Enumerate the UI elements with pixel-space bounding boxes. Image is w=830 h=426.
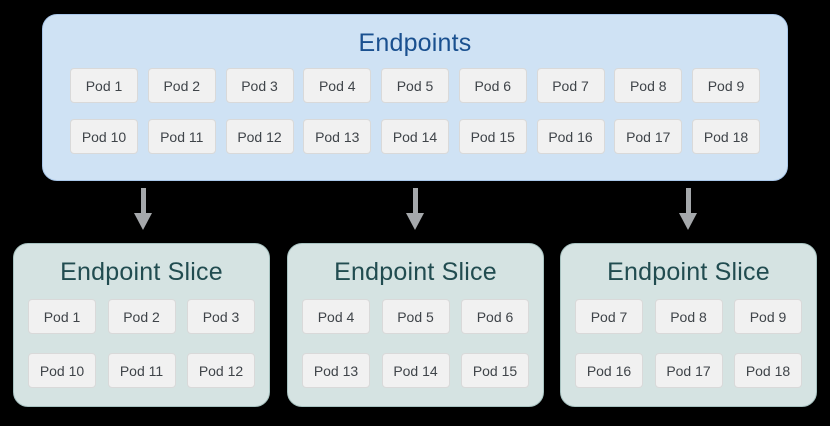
arrow-head xyxy=(134,213,152,230)
pod-box: Pod 12 xyxy=(187,353,255,388)
endpoints-pod-row-1: Pod 1 Pod 2 Pod 3 Pod 4 Pod 5 Pod 6 Pod … xyxy=(70,68,760,103)
endpoints-pod-row-2: Pod 10 Pod 11 Pod 12 Pod 13 Pod 14 Pod 1… xyxy=(70,119,760,154)
pod-box: Pod 1 xyxy=(28,299,96,334)
arrow-shaft xyxy=(412,188,418,213)
slice-2-pod-row-1: Pod 4 Pod 5 Pod 6 xyxy=(302,299,529,334)
pod-box: Pod 2 xyxy=(107,299,176,334)
pod-box: Pod 10 xyxy=(70,119,138,154)
pod-box: Pod 12 xyxy=(225,119,294,154)
endpoint-slice-box-3: Endpoint Slice Pod 7 Pod 8 Pod 9 Pod 16 … xyxy=(560,243,817,407)
pod-box: Pod 3 xyxy=(225,68,294,103)
pod-box: Pod 15 xyxy=(458,119,527,154)
slice-2-pod-row-2: Pod 13 Pod 14 Pod 15 xyxy=(302,353,529,388)
pod-box: Pod 15 xyxy=(461,353,529,388)
pod-box: Pod 3 xyxy=(187,299,255,334)
pod-box: Pod 17 xyxy=(614,119,683,154)
pod-box: Pod 5 xyxy=(381,68,449,103)
arrow-shaft xyxy=(140,188,146,213)
down-arrow-icon xyxy=(134,188,152,230)
pod-box: Pod 18 xyxy=(734,353,802,388)
pod-box: Pod 14 xyxy=(381,353,450,388)
pod-box: Pod 16 xyxy=(575,353,643,388)
pod-box: Pod 10 xyxy=(28,353,96,388)
pod-box: Pod 1 xyxy=(70,68,138,103)
arrow-shaft xyxy=(685,188,691,213)
slice-1-pod-row-2: Pod 10 Pod 11 Pod 12 xyxy=(28,353,255,388)
endpoints-title: Endpoints xyxy=(358,29,472,57)
endpoint-slice-title: Endpoint Slice xyxy=(607,258,770,286)
pod-box: Pod 6 xyxy=(461,299,529,334)
endpoint-slice-box-2: Endpoint Slice Pod 4 Pod 5 Pod 6 Pod 13 … xyxy=(287,243,544,407)
pod-box: Pod 7 xyxy=(575,299,643,334)
arrow-head xyxy=(679,213,697,230)
pod-box: Pod 16 xyxy=(536,119,605,154)
pod-box: Pod 14 xyxy=(381,119,449,154)
pod-box: Pod 9 xyxy=(692,68,760,103)
down-arrow-icon xyxy=(406,188,424,230)
pod-box: Pod 17 xyxy=(654,353,723,388)
pod-box: Pod 6 xyxy=(458,68,527,103)
endpoint-slice-title: Endpoint Slice xyxy=(334,258,497,286)
pod-box: Pod 8 xyxy=(654,299,723,334)
arrow-head xyxy=(406,213,424,230)
pod-box: Pod 9 xyxy=(734,299,802,334)
slice-3-pod-row-2: Pod 16 Pod 17 Pod 18 xyxy=(575,353,802,388)
pod-box: Pod 5 xyxy=(381,299,450,334)
pod-box: Pod 18 xyxy=(692,119,760,154)
slice-3-pod-row-1: Pod 7 Pod 8 Pod 9 xyxy=(575,299,802,334)
pod-box: Pod 13 xyxy=(302,353,370,388)
pod-box: Pod 13 xyxy=(303,119,372,154)
down-arrow-icon xyxy=(679,188,697,230)
endpoints-box: Endpoints Pod 1 Pod 2 Pod 3 Pod 4 Pod 5 … xyxy=(42,14,788,181)
pod-box: Pod 11 xyxy=(107,353,176,388)
pod-box: Pod 7 xyxy=(536,68,605,103)
endpoint-slice-box-1: Endpoint Slice Pod 1 Pod 2 Pod 3 Pod 10 … xyxy=(13,243,270,407)
pod-box: Pod 11 xyxy=(147,119,216,154)
pod-box: Pod 8 xyxy=(614,68,683,103)
endpoint-slice-title: Endpoint Slice xyxy=(60,258,223,286)
pod-box: Pod 2 xyxy=(147,68,216,103)
pod-box: Pod 4 xyxy=(302,299,370,334)
pod-box: Pod 4 xyxy=(303,68,372,103)
slice-1-pod-row-1: Pod 1 Pod 2 Pod 3 xyxy=(28,299,255,334)
